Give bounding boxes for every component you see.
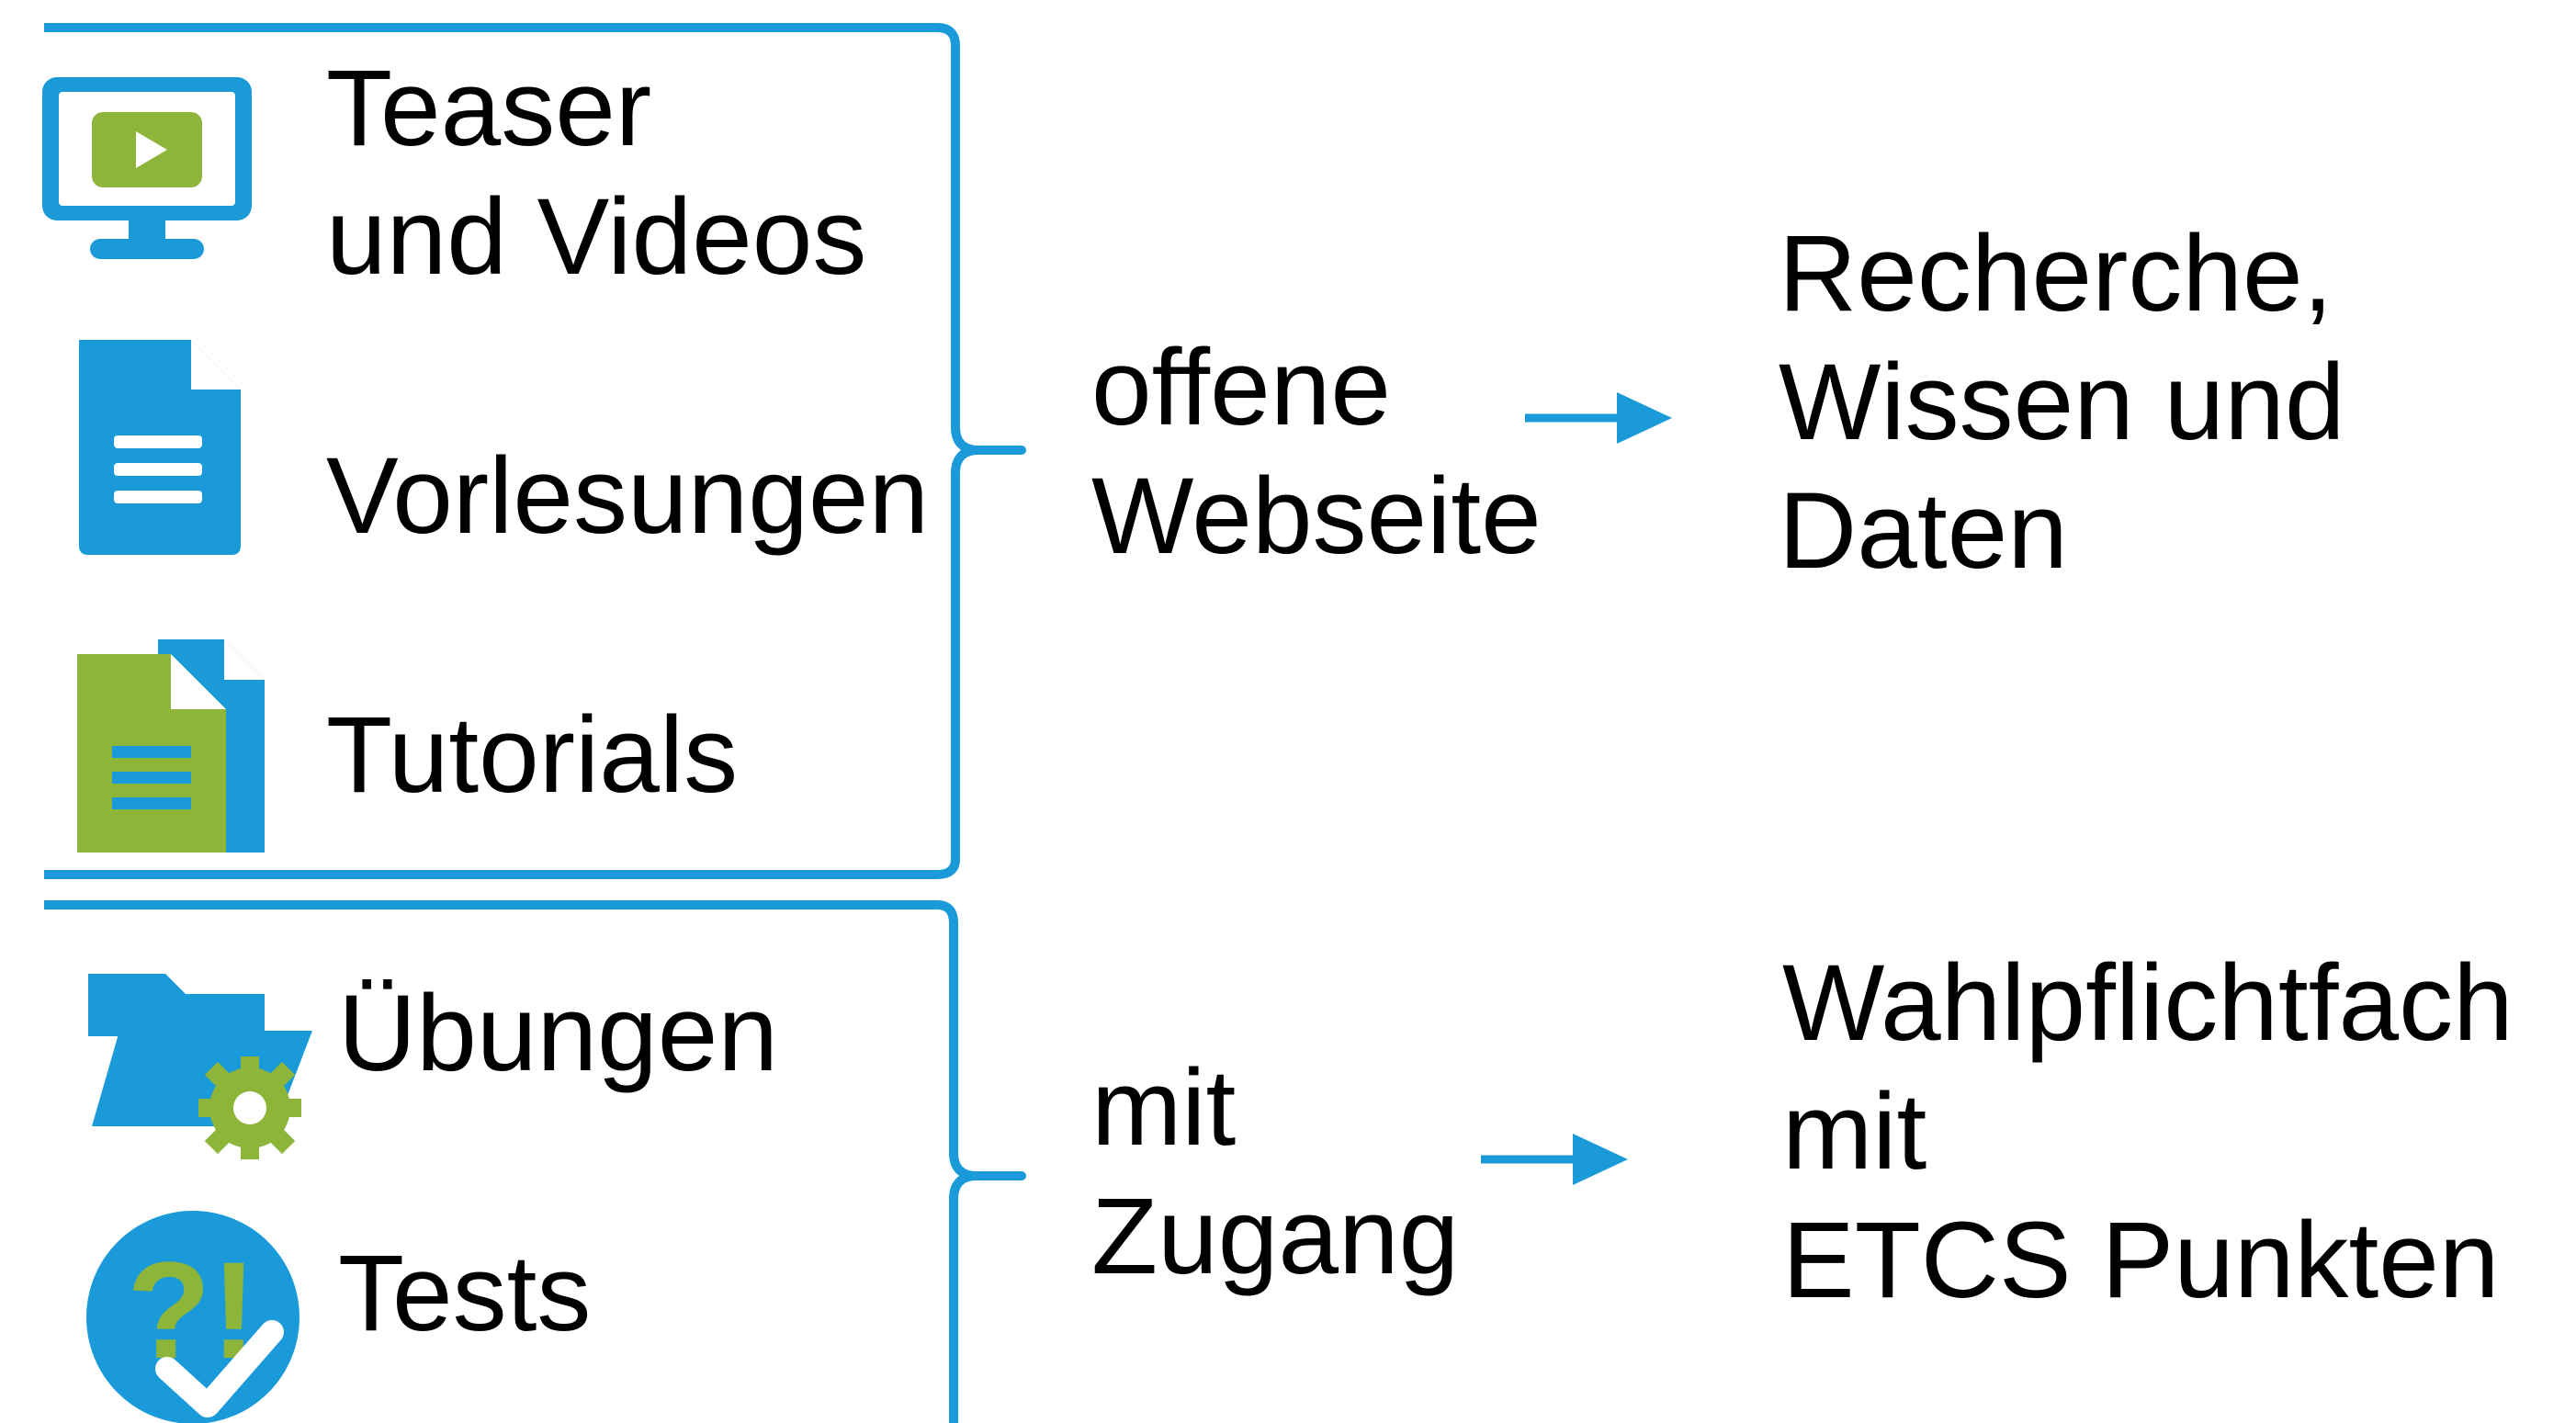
label-line: Übungen	[338, 973, 778, 1094]
bracket-group-1	[44, 23, 1026, 879]
label-uebungen: Übungen	[338, 969, 778, 1098]
label-line: Zugang	[1091, 1176, 1460, 1297]
label-access-offene-webseite: offene Webseite	[1091, 323, 1542, 581]
document-icon	[79, 340, 241, 555]
arrow-group-1	[1525, 392, 1672, 444]
label-line: Tutorials	[326, 695, 739, 816]
label-line: Teaser	[326, 48, 652, 169]
label-tutorials: Tutorials	[326, 691, 738, 819]
monitor-play-icon	[42, 77, 252, 259]
label-vorlesungen: Vorlesungen	[326, 432, 929, 560]
label-line: Daten	[1779, 470, 2068, 592]
label-result-wahlpflichtfach: Wahlpflichtfach mit ETCS Punkten	[1782, 939, 2514, 1325]
quiz-check-icon: ?!	[86, 1211, 299, 1423]
label-line: Tests	[338, 1233, 592, 1354]
label-line: ETCS Punkten	[1782, 1200, 2500, 1321]
label-line: Webseite	[1091, 456, 1542, 577]
label-line: Wahlpflichtfach	[1782, 943, 2514, 1064]
label-result-recherche: Recherche, Wissen und Daten	[1779, 209, 2345, 595]
label-line: mit	[1091, 1047, 1237, 1169]
label-access-mit-zugang: mit Zugang	[1091, 1044, 1459, 1301]
label-line: mit	[1782, 1071, 1927, 1192]
label-tests: Tests	[338, 1229, 591, 1358]
label-line: und Videos	[326, 176, 867, 298]
documents-stack-icon	[77, 639, 265, 853]
folder-gear-icon	[88, 974, 312, 1159]
label-teaser-und-videos: Teaser und Videos	[326, 44, 866, 301]
label-line: Recherche,	[1779, 213, 2333, 334]
label-line: offene	[1091, 327, 1391, 448]
label-line: Wissen und	[1779, 342, 2345, 463]
label-line: Vorlesungen	[326, 435, 930, 557]
arrow-group-2	[1481, 1134, 1628, 1185]
bracket-group-2	[44, 900, 1026, 1423]
